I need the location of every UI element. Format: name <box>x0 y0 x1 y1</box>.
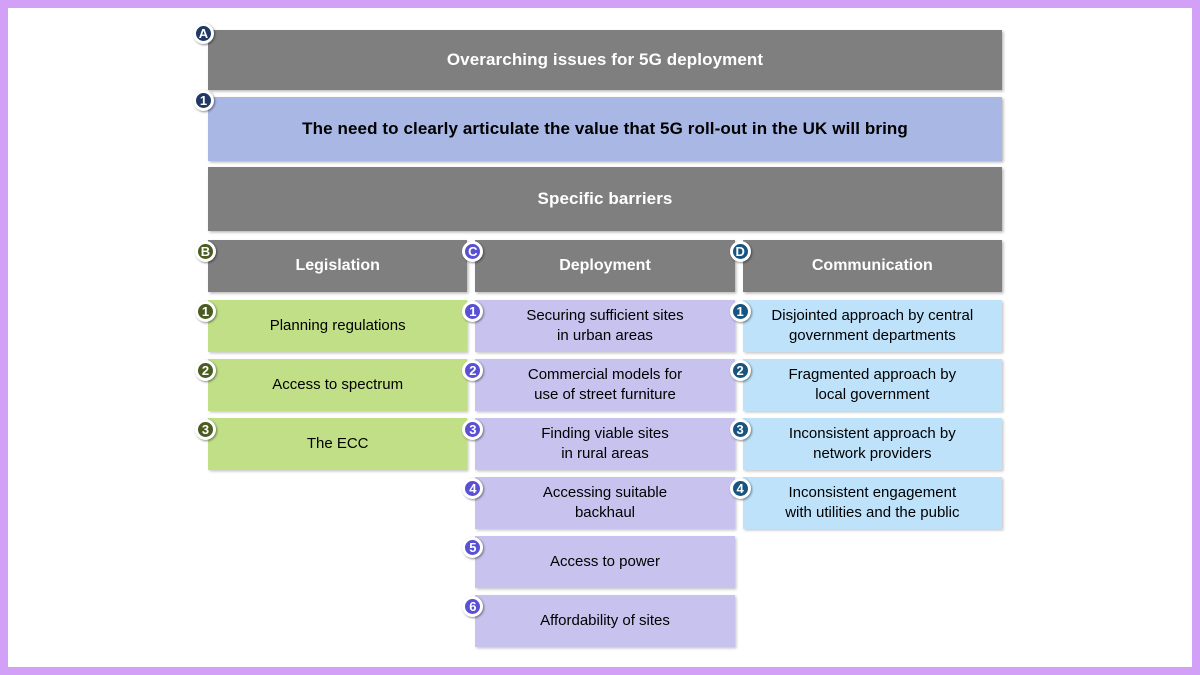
item-number-badge: 1 <box>729 301 751 322</box>
barrier-columns: B Legislation 1 Planning regulations 2 A… <box>195 240 1002 647</box>
deployment-item: 5 Access to power <box>462 536 735 588</box>
specific-barriers-title: Specific barriers <box>537 189 673 208</box>
deployment-item: 6 Affordability of sites <box>462 595 735 647</box>
item-number-badge: 5 <box>462 537 484 558</box>
deployment-item: 3 Finding viable sites in rural areas <box>462 418 735 470</box>
legislation-item: 2 Access to spectrum <box>195 359 468 411</box>
communication-item-label: Disjointed approach by central governmen… <box>771 307 974 344</box>
communication-item: 4 Inconsistent engagement with utilities… <box>729 477 1002 529</box>
item-number-badge: 4 <box>729 478 751 499</box>
banner-specific-barriers: Specific barriers <box>208 167 1002 231</box>
legislation-header: B Legislation <box>195 240 468 292</box>
communication-item-label: Inconsistent engagement with utilities a… <box>785 484 960 521</box>
communication-item: 1 Disjointed approach by central governm… <box>729 300 1002 352</box>
item-number-badge: 2 <box>462 360 484 381</box>
legislation-item-label: Planning regulations <box>269 317 406 334</box>
item-number-badge: 1 <box>195 301 216 322</box>
section-c-badge: C <box>462 241 484 262</box>
slide-canvas: A Overarching issues for 5G deployment 1… <box>8 8 1192 667</box>
legislation-item: 1 Planning regulations <box>195 300 468 352</box>
column-legislation: B Legislation 1 Planning regulations 2 A… <box>195 240 468 647</box>
section-d-badge: D <box>729 241 751 262</box>
deployment-header: C Deployment <box>462 240 735 292</box>
legislation-item-label: The ECC <box>306 435 369 452</box>
deployment-item: 4 Accessing suitable backhaul <box>462 477 735 529</box>
item-number-badge: 2 <box>729 360 751 381</box>
section-b-badge: B <box>195 241 216 262</box>
communication-header-label: Communication <box>811 257 933 274</box>
deployment-item-label: Finding viable sites in rural areas <box>541 425 669 462</box>
deployment-item: 2 Commercial models for use of street fu… <box>462 359 735 411</box>
deployment-item: 1 Securing sufficient sites in urban are… <box>462 300 735 352</box>
legislation-header-label: Legislation <box>295 257 380 274</box>
deployment-item-label: Securing sufficient sites in urban areas <box>526 307 684 344</box>
banner-overarching-issues: A Overarching issues for 5G deployment <box>193 23 1002 90</box>
deployment-item-label: Affordability of sites <box>540 612 670 629</box>
legislation-item: 3 The ECC <box>195 418 468 470</box>
deployment-header-label: Deployment <box>559 257 651 274</box>
item-number-badge: 3 <box>195 419 216 440</box>
banner-value-statement: 1 The need to clearly articulate the val… <box>193 90 1002 161</box>
item-number-badge: 3 <box>462 419 484 440</box>
communication-item-label: Inconsistent approach by network provide… <box>788 425 956 462</box>
item-number-badge: 1 <box>462 301 484 322</box>
item-number-badge: 3 <box>729 419 751 440</box>
column-communication: D Communication 1 Disjointed approach by… <box>729 240 1002 647</box>
column-deployment: C Deployment 1 Securing sufficient sites… <box>462 240 735 647</box>
communication-item-label: Fragmented approach by local government <box>788 366 957 403</box>
item-number-badge: 6 <box>462 596 484 617</box>
communication-header: D Communication <box>729 240 1002 292</box>
deployment-item-label: Commercial models for use of street furn… <box>527 366 683 403</box>
issue-1-badge: 1 <box>193 90 214 111</box>
legislation-item-label: Access to spectrum <box>272 376 404 393</box>
item-number-badge: 2 <box>195 360 216 381</box>
deployment-item-label: Access to power <box>549 553 661 570</box>
value-statement-title: The need to clearly articulate the value… <box>302 119 908 138</box>
item-number-badge: 4 <box>462 478 484 499</box>
communication-item: 3 Inconsistent approach by network provi… <box>729 418 1002 470</box>
communication-item: 2 Fragmented approach by local governmen… <box>729 359 1002 411</box>
overarching-issues-title: Overarching issues for 5G deployment <box>446 50 764 69</box>
deployment-item-label: Accessing suitable backhaul <box>542 484 668 521</box>
diagram-content: A Overarching issues for 5G deployment 1… <box>193 23 1002 647</box>
section-a-badge: A <box>193 23 214 44</box>
